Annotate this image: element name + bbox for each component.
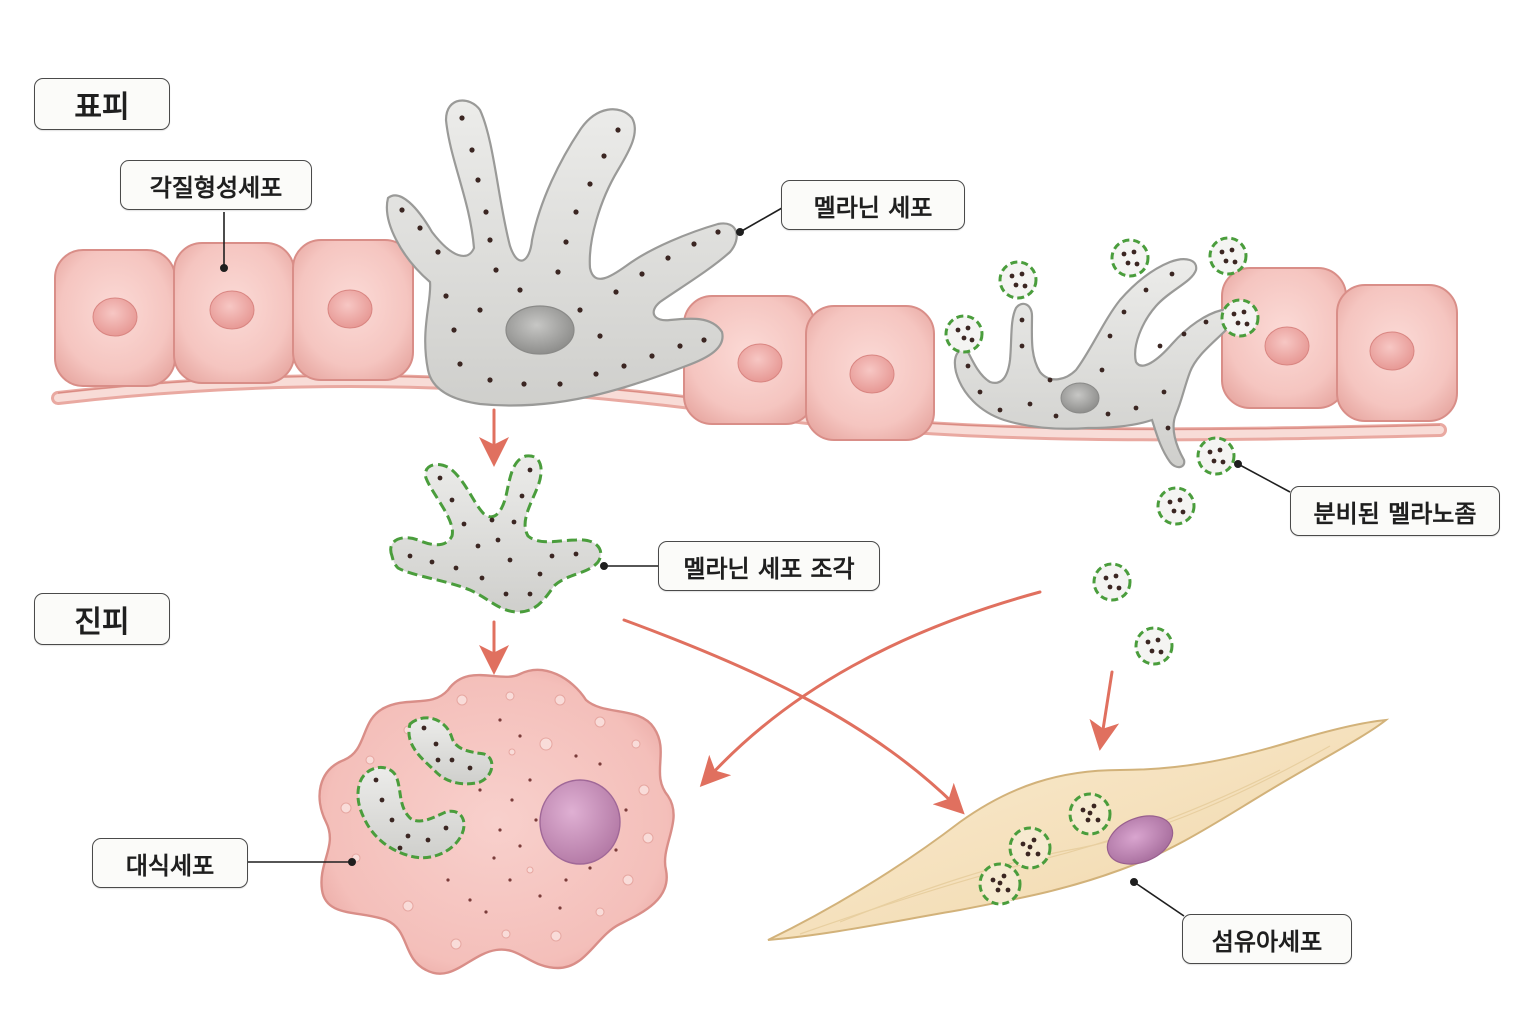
keratinocyte-cell (1336, 284, 1458, 422)
melanocyte-cell (385, 99, 738, 407)
keratinocyte-label: 각질형성세포 (120, 160, 312, 210)
macrophage-cell (318, 668, 675, 975)
melanin-granules (373, 725, 473, 851)
melanosome (944, 314, 984, 354)
melanosome (1208, 236, 1248, 276)
macrophage-granules (446, 718, 628, 914)
secreting-melanocyte-cell (953, 258, 1233, 469)
arrows (479, 408, 1120, 815)
melanosome (1196, 436, 1236, 476)
melanosome (978, 862, 1022, 906)
fibroblast-nucleus (1106, 815, 1174, 865)
melanocyte-label: 멜라닌 세포 (781, 180, 965, 230)
leader-lines (220, 207, 1291, 917)
melanin-granules (399, 115, 721, 387)
melanosome (1134, 626, 1174, 666)
melanosome (1092, 562, 1132, 602)
epidermis-label: 표피 (34, 78, 170, 130)
macrophage-vacuoles (340, 691, 654, 950)
melanin-granules (407, 467, 579, 597)
secreted-melanosomes-label: 분비된 멜라노좀 (1290, 486, 1500, 536)
keratinocyte-cell (173, 242, 295, 384)
melanosome (1068, 792, 1112, 836)
keratinocyte-cell (1221, 267, 1347, 409)
arrow-melanosome-to-fibroblast (1089, 670, 1120, 751)
keratinocyte-cell (805, 305, 935, 441)
melanin-granules (965, 271, 1209, 431)
melanocyte-fragment (389, 454, 603, 614)
macrophage-nucleus (539, 779, 621, 865)
macrophage-label: 대식세포 (92, 838, 248, 888)
melanosome (1008, 826, 1052, 870)
arrow-to-fibroblast (622, 618, 965, 815)
fibroblast-label: 섬유아세포 (1182, 914, 1352, 964)
melanosome (1156, 486, 1196, 526)
melanocyte-fragment-label: 멜라닌 세포 조각 (658, 541, 880, 591)
melanosome (998, 260, 1038, 300)
keratinocyte-cell (292, 239, 414, 381)
dermis-label: 진피 (34, 593, 170, 645)
keratinocyte-cell (683, 295, 815, 425)
keratinocyte-cell (54, 249, 176, 387)
melanosome (1110, 238, 1150, 278)
arrow-to-macrophage (699, 590, 1042, 787)
melanosome (1220, 298, 1260, 338)
